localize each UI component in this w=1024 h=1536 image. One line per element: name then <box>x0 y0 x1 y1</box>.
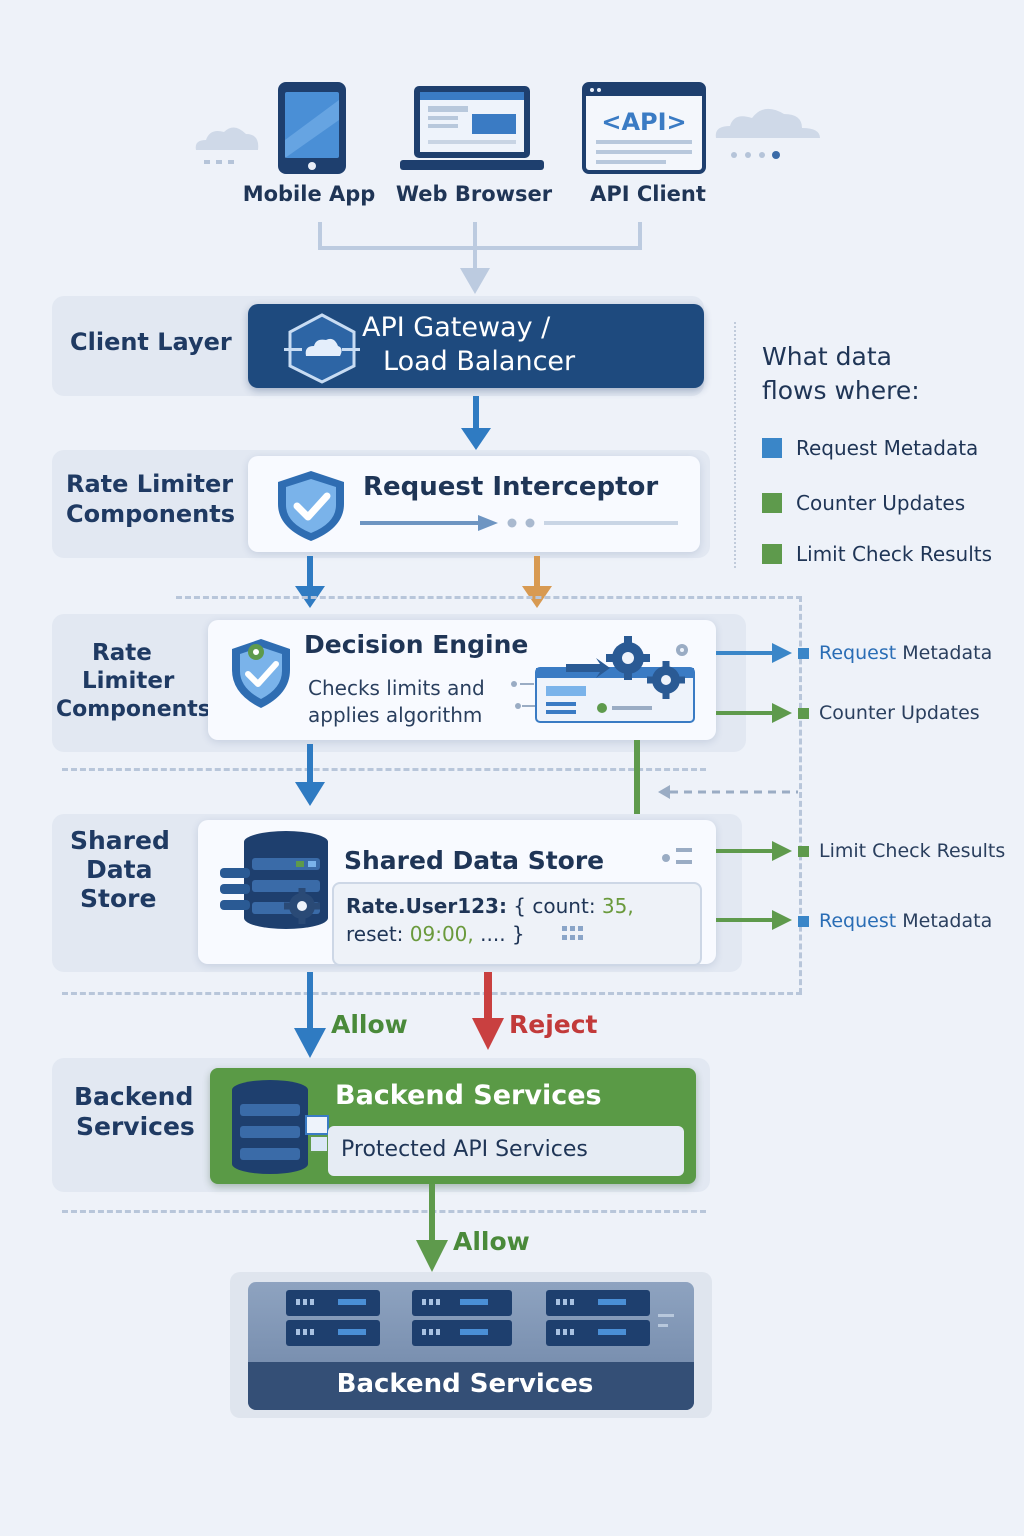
legend-item-request-metadata: Request Metadata <box>762 436 978 460</box>
backend-layer-label-1: Backend <box>74 1082 194 1111</box>
side-flow-label-word2: Metadata <box>902 910 993 932</box>
record-count-label: count: <box>532 894 596 918</box>
store-layer-label-1: Shared <box>70 826 170 855</box>
legend-swatch <box>762 493 782 513</box>
dashed-separator-3 <box>62 1210 706 1213</box>
client-label-web: Web Browser <box>395 182 553 206</box>
arrow-allow-final <box>416 1184 448 1272</box>
gateway-hexagon-icon <box>284 313 360 384</box>
engine-layer-label-1: Rate <box>92 640 152 666</box>
client-merge-connector <box>318 222 642 294</box>
engine-layer-label-2: Limiter <box>82 668 175 694</box>
servers-title: Backend Services <box>336 1369 594 1399</box>
dashed-separator-1 <box>62 768 706 771</box>
arrow-gateway-to-interceptor <box>461 396 491 450</box>
record-dots-icon <box>562 926 583 940</box>
record-rest: .... } <box>480 922 525 946</box>
record-count-value: 35, <box>601 894 634 918</box>
allow-label: Allow <box>331 1010 408 1039</box>
side-flow-label: Counter Updates <box>819 702 980 724</box>
protected-api-label: Protected API Services <box>341 1137 588 1162</box>
database-gear-icon <box>220 831 328 929</box>
data-record-line-2: reset: 09:00, .... } <box>346 922 525 946</box>
allow-final-label: Allow <box>453 1227 530 1256</box>
dashed-boundary-top <box>176 596 802 599</box>
backend-database-icon <box>232 1080 329 1174</box>
side-flow-request-metadata-1: Request Metadata <box>798 642 992 664</box>
arrow-engine-to-store <box>295 744 325 806</box>
client-label-mobile: Mobile App <box>242 182 376 206</box>
record-reset-label: reset: <box>346 922 404 946</box>
dashed-separator-2 <box>62 992 802 995</box>
store-decor-dots <box>662 848 692 864</box>
backend-services-title: Backend Services <box>335 1080 602 1111</box>
gateway-title-line1: API Gateway / <box>362 312 551 343</box>
interceptor-flow-line <box>360 515 678 531</box>
side-flow-label-word1: Request <box>819 910 897 932</box>
record-key: Rate.User123: <box>346 894 507 918</box>
legend-divider <box>734 322 736 568</box>
side-flow-limit-check: Limit Check Results <box>798 840 1005 862</box>
store-side-arrows <box>716 841 792 930</box>
laptop-icon <box>400 86 544 170</box>
data-record-box <box>332 882 702 966</box>
legend-title-2: flows where: <box>762 376 920 405</box>
api-icon-text: <API> <box>601 108 686 136</box>
store-layer-label-2: Data <box>86 855 153 884</box>
store-layer-label-3: Store <box>80 884 157 913</box>
client-label-api: API Client <box>590 182 706 206</box>
dashed-boundary-right <box>799 596 802 994</box>
reject-label: Reject <box>509 1010 598 1039</box>
arrow-allow <box>294 972 326 1058</box>
client-layer-label: Client Layer <box>70 328 232 356</box>
arrow-feedback-dashed <box>658 785 798 799</box>
protected-api-box <box>328 1126 684 1176</box>
record-brace: { <box>513 894 527 918</box>
legend-item-counter-updates: Counter Updates <box>762 491 965 515</box>
interceptor-title: Request Interceptor <box>363 472 659 502</box>
shield-gear-icon <box>232 639 290 708</box>
arrow-interceptor-to-engine <box>295 556 325 608</box>
cloud-icon <box>715 108 820 159</box>
decision-engine-title: Decision Engine <box>304 630 529 659</box>
engine-layer-label-3: Components <box>56 697 211 722</box>
interceptor-layer-label-1: Rate Limiter <box>66 470 234 498</box>
cloud-icon <box>195 127 259 164</box>
legend-label: Request Metadata <box>796 436 979 460</box>
servers-title-bar <box>248 1362 694 1410</box>
legend-label: Limit Check Results <box>796 542 993 566</box>
shared-data-store-title: Shared Data Store <box>344 846 605 875</box>
side-flow-label-word2: Metadata <box>902 642 993 664</box>
arrow-interceptor-to-engine-orange <box>522 556 552 608</box>
legend-title-1: What data <box>762 342 892 371</box>
legend-item-limit-check: Limit Check Results <box>762 542 992 566</box>
engine-side-arrows <box>716 643 792 723</box>
side-flow-label-word1: Request <box>819 642 897 664</box>
side-flow-counter-updates: Counter Updates <box>798 702 980 724</box>
data-record-line-1: Rate.User123: { count: 35, <box>346 894 634 918</box>
decision-engine-desc-1: Checks limits and <box>308 676 485 700</box>
gateway-title-line2: Load Balancer <box>383 346 576 377</box>
side-flow-label: Limit Check Results <box>819 840 1006 862</box>
arrow-reject <box>472 972 504 1050</box>
mobile-phone-icon <box>278 82 346 174</box>
shield-check-icon <box>278 471 344 541</box>
server-units-icon <box>286 1290 674 1346</box>
decision-engine-desc-2: applies algorithm <box>308 703 483 727</box>
legend-label: Counter Updates <box>796 491 966 515</box>
legend-swatch <box>762 544 782 564</box>
side-flow-request-metadata-2: Request Metadata <box>798 910 992 932</box>
legend-swatch <box>762 438 782 458</box>
interceptor-layer-label-2: Components <box>66 500 235 528</box>
dashboard-gears-icon <box>511 636 695 723</box>
api-window-icon: <API> <box>582 82 706 174</box>
backend-layer-label-2: Services <box>76 1112 195 1141</box>
record-reset-value: 09:00, <box>409 922 474 946</box>
